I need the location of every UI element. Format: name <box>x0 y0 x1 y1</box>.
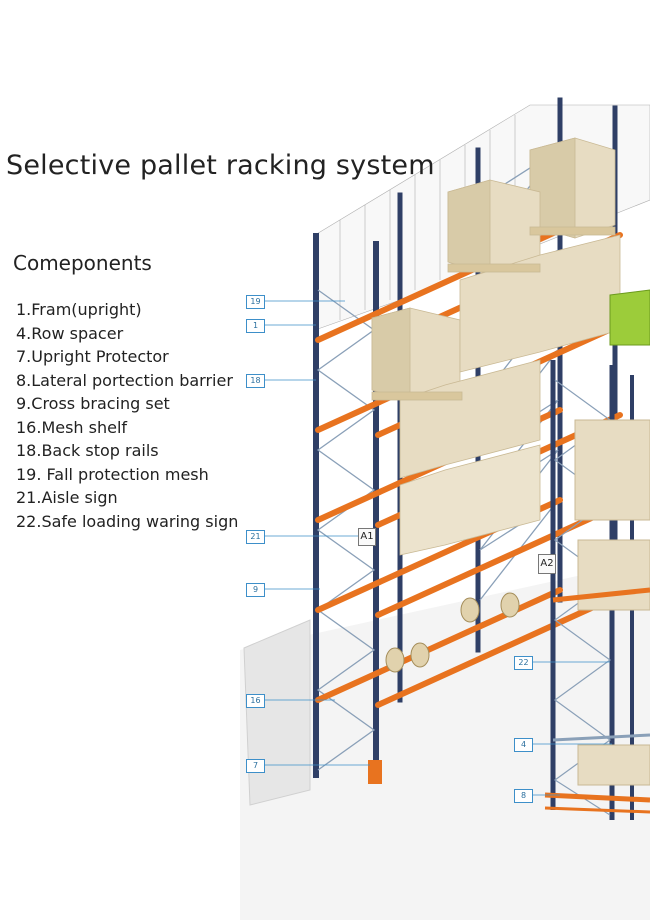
callout-22: 22 <box>514 656 533 670</box>
floor <box>240 560 650 920</box>
pallet-loads <box>371 137 621 556</box>
callout-7: 7 <box>246 759 265 773</box>
callout-lines <box>265 300 612 796</box>
components-heading: Comeponents <box>13 251 152 275</box>
component-item: 1.Fram(upright) <box>16 300 142 319</box>
callout-4: 4 <box>514 738 533 752</box>
component-item: 18.Back stop rails <box>16 441 159 460</box>
components-list: 1.Fram(upright) 4.Row spacer 7.Upright P… <box>16 298 238 533</box>
component-item: 22.Safe loading waring sign <box>16 511 239 531</box>
component-item: 16.Mesh shelf <box>16 417 128 437</box>
callout-8: 8 <box>514 789 533 803</box>
callout-19: 19 <box>246 295 265 309</box>
callout-21: 21 <box>246 530 265 544</box>
component-item: 21.Aisle sign <box>16 488 118 507</box>
component-item: 8.Lateral portection barrier <box>16 370 233 390</box>
component-item: 9.Cross bracing set <box>16 394 170 413</box>
callout-1: 1 <box>246 319 265 333</box>
aisle-sign-a2: A2 <box>538 554 556 574</box>
callout-18: 18 <box>246 374 265 388</box>
cable-reels <box>385 592 520 673</box>
component-item: 4.Row spacer <box>16 323 124 343</box>
callout-9: 9 <box>246 583 265 597</box>
side-wall <box>243 619 311 806</box>
component-item: 7.Upright Protector <box>16 347 169 366</box>
page-title: Selective pallet racking system <box>6 150 435 181</box>
component-item: 19. Fall protection mesh <box>16 464 209 484</box>
upright-protector <box>368 760 382 784</box>
callout-16: 16 <box>246 694 265 708</box>
aisle-sign-a1: A1 <box>358 528 376 546</box>
